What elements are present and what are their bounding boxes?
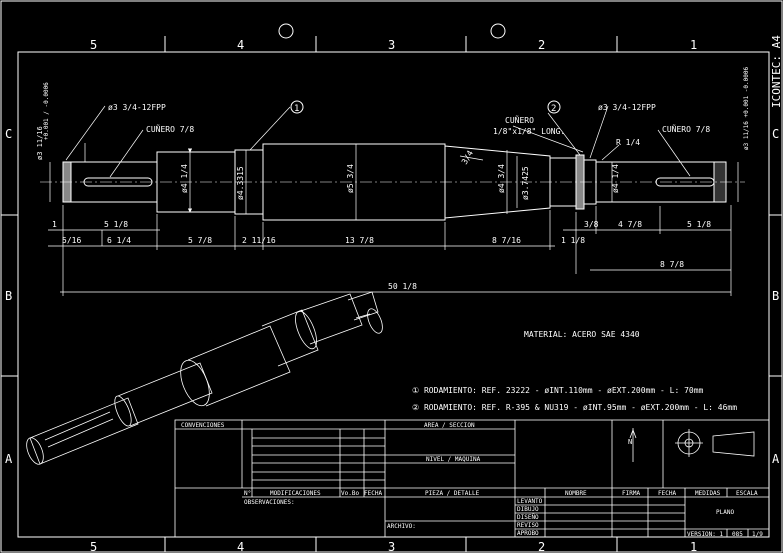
dim-text: ø3 11/16 +0.001 -0.0006 [743,67,750,150]
zone-row-label: C [5,127,12,141]
bearing-note-2: ② RODAMIENTO: REF. R-395 & NU319 - øINT.… [412,403,737,412]
isometric-shaft [26,291,383,465]
dim-text: ø4 3/4 [497,164,506,193]
dim-text: CUÑERO [505,115,534,125]
tb-label: APROBO [517,530,539,537]
dim-text: 6 1/4 [107,236,131,245]
dim-text: 1 [52,220,57,229]
dim-text: 3/8 [584,220,599,229]
zone-col-label: 3 [388,540,395,553]
bearing-note-1: ① RODAMIENTO: REF. 23222 - øINT.110mm - … [412,386,704,395]
zone-row-label: B [772,289,779,303]
tb-label: MODIFICACIONES [270,490,321,497]
tb-label: PLANO [716,509,734,516]
dim-text: ø3.7425 [521,166,530,200]
zone-ticks [1,36,782,552]
dim-text: ø5 3/4 [346,164,355,193]
dim-text: 8 7/16 [492,236,521,245]
zone-row-label: B [5,289,12,303]
tb-label: FIRMA [622,490,640,497]
tb-label: LEVANTO [517,498,543,505]
tb-label: FECHA [658,490,676,497]
dim-text: ø4 1/4 [180,164,189,193]
punch-hole [490,23,506,39]
tb-label: OBSERVACIONES: [244,499,295,506]
tb-label: NOMBRE [565,490,587,497]
tb-label: MEDIDAS [695,490,721,497]
dim-text: 3/4 [460,149,475,166]
leader-lines [65,105,691,178]
tb-label: 085 [732,531,743,538]
inner-frame [17,51,770,538]
dim-text: 5 1/8 [687,220,711,229]
tb-label: FECHA [364,490,382,497]
tb-label: REVISO [517,522,539,529]
tb-label: DIBUJO [517,506,539,513]
zone-col-label: 2 [538,540,545,553]
north-arrow-icon: N [628,438,632,446]
dim-text: CUÑERO 7/8 [146,124,194,134]
tb-label: PIEZA / DETALLE [425,490,480,497]
tb-label: AREA / SECCION [424,422,475,429]
zone-row-label: A [5,452,13,466]
dim-text: 2 11/16 [242,236,276,245]
tb-label: ESCALA [736,490,758,497]
zone-col-label: 4 [237,540,244,553]
dim-text: 5 1/8 [104,220,128,229]
tb-label: Vo.Bo [341,490,359,497]
dim-text: ø4 1/4 [611,164,620,193]
dim-text: 5 7/8 [188,236,212,245]
dim-text: 1 1/8 [561,236,585,245]
dim-text: ø3 3/4-12FPP [598,103,656,112]
zone-col-label: 4 [237,38,244,52]
zone-col-label: 5 [90,540,97,553]
zone-col-label: 3 [388,38,395,52]
tb-label: ARCHIVO: [387,523,416,530]
material-note: MATERIAL: ACERO SAE 4340 [524,330,640,339]
tb-label: NIVEL / MAQUINA [426,456,481,463]
dim-text: ø3 11/16 [36,126,44,160]
zone-col-label: 1 [690,540,697,553]
zone-col-label: 5 [90,38,97,52]
zone-row-label: C [772,127,779,141]
dim-text: +0.001 / -0.0006 [43,82,50,140]
tb-label: N° [244,490,251,497]
dim-text: 8 7/8 [660,260,684,269]
dim-text: ø3 3/4-12FPP [108,103,166,112]
callout-circle [290,100,304,114]
callout-2: 2 [551,104,556,114]
dim-text: 50 1/8 [388,282,417,291]
dim-text: 1/8"x1/8" LONG. [493,127,565,136]
punch-hole [278,23,294,39]
tb-label: 1/9 [752,531,763,538]
dim-text: ø4.3315 [236,166,245,200]
tb-label: CONVENCIONES [181,422,225,429]
dim-text: R 1/4 [616,138,640,147]
tb-label: VERSION: 1 [687,531,724,538]
zone-row-label: A [772,452,780,466]
callout-circle [547,100,561,114]
title-block-grid [174,419,770,538]
diameter-dimensions [49,144,739,220]
zone-col-label: 1 [690,38,697,52]
dim-text: 13 7/8 [345,236,374,245]
projection-symbols [629,428,755,462]
callout-1: 1 [294,104,299,114]
zone-col-label: 2 [538,38,545,52]
dim-text: 4 7/8 [618,220,642,229]
tb-label: DISEÑO [517,514,539,521]
dim-text: 5/16 [62,236,81,245]
brand-label: ICONTEC: A4 [770,35,783,108]
dim-text: CUÑERO 7/8 [662,124,710,134]
length-dimensions [48,205,732,296]
